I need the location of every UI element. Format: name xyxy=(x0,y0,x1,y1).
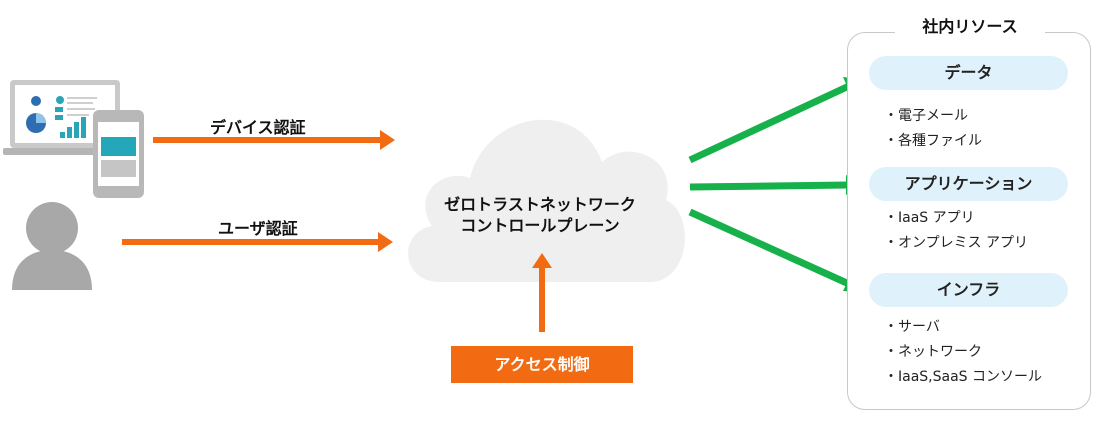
smartphone-icon xyxy=(93,110,144,198)
to-data-arrow xyxy=(688,77,865,164)
infra-item: ・サーバ xyxy=(884,319,940,335)
application-item: ・オンプレミス アプリ xyxy=(884,235,1029,251)
control-plane-line2: コントロールプレーン xyxy=(460,216,620,235)
infra-item: ・ネットワーク xyxy=(884,344,982,360)
device-auth-label: デバイス認証 xyxy=(210,118,306,137)
application-item: ・IaaS アプリ xyxy=(884,210,975,226)
application-pill: アプリケーション xyxy=(869,167,1068,201)
data-item: ・各種ファイル xyxy=(884,133,982,149)
application-items: ・IaaS アプリ ・オンプレミス アプリ xyxy=(884,206,1028,256)
access-control-box: アクセス制御 xyxy=(451,346,633,383)
user-auth-label: ユーザ認証 xyxy=(218,219,298,238)
cloud-shape xyxy=(408,119,685,283)
user-auth-arrow xyxy=(122,232,393,252)
user-icon xyxy=(12,202,92,290)
access-control-arrow xyxy=(532,253,552,332)
control-plane-label: ゼロトラストネットワーク コントロールプレーン xyxy=(420,194,660,236)
data-items: ・電子メール ・各種ファイル xyxy=(884,104,982,154)
control-plane-line1: ゼロトラストネットワーク xyxy=(444,195,636,214)
infra-item: ・IaaS,SaaS コンソール xyxy=(884,369,1043,385)
resources-panel xyxy=(847,32,1091,410)
device-auth-arrow xyxy=(153,130,395,150)
data-item: ・電子メール xyxy=(884,108,968,124)
to-infra-arrow xyxy=(688,208,865,292)
data-pill: データ xyxy=(869,56,1068,90)
infra-items: ・サーバ ・ネットワーク ・IaaS,SaaS コンソール xyxy=(884,315,1042,390)
resources-title: 社内リソース xyxy=(895,16,1045,38)
infra-pill: インフラ xyxy=(869,273,1068,307)
to-application-arrow xyxy=(689,175,863,195)
